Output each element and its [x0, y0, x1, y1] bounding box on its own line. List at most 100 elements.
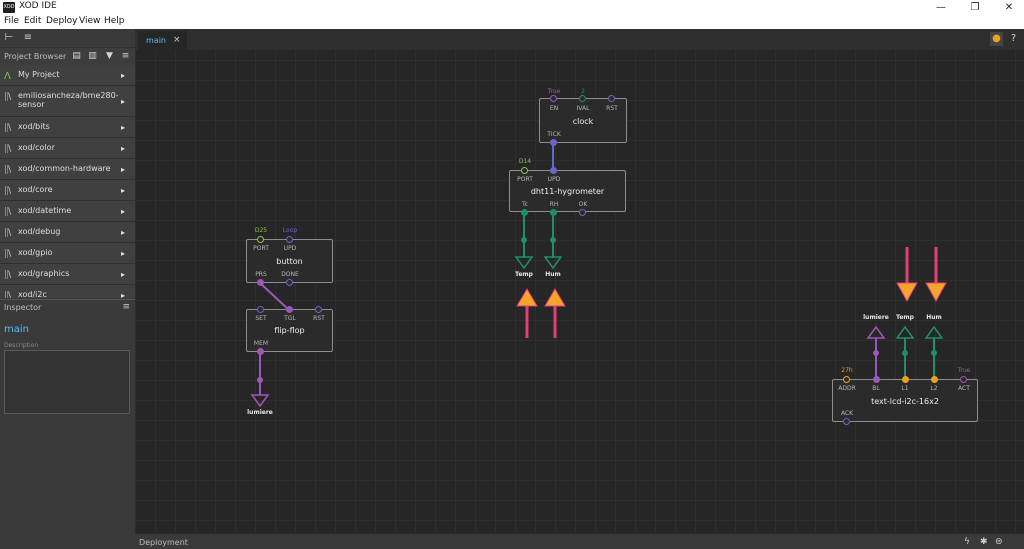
pin-label-bl: BL — [872, 385, 880, 392]
new-patch-icon[interactable]: ▤ — [72, 51, 81, 61]
chevron-right-icon[interactable]: ▸ — [120, 165, 125, 174]
library-icon: ||\ — [4, 165, 11, 175]
tree-view-icon[interactable]: ⊢ — [4, 32, 14, 43]
chevron-right-icon[interactable]: ▸ — [120, 249, 125, 258]
description-textarea[interactable] — [4, 350, 130, 414]
pin-set[interactable] — [257, 306, 264, 313]
tab-close-icon[interactable]: × — [173, 35, 181, 45]
project-browser-item[interactable]: ||\xod/debug▸ — [0, 222, 135, 243]
input-terminal-lumiere — [866, 325, 886, 339]
menu-file[interactable]: File — [4, 16, 20, 26]
pin-en[interactable] — [550, 95, 557, 102]
maximize-button[interactable]: ❐ — [970, 2, 980, 13]
pin-rst[interactable] — [315, 306, 322, 313]
upload-flash-icon[interactable]: ϟ — [964, 537, 970, 547]
pin-label-ok: OK — [578, 201, 588, 208]
project-browser-item[interactable]: ||\xod/color▸ — [0, 138, 135, 159]
pin-l1[interactable] — [902, 376, 909, 383]
tab-bar: main × ● ? — [135, 29, 1024, 50]
chevron-right-icon[interactable]: ▸ — [120, 291, 125, 298]
inspector-title: Inspector — [4, 303, 42, 312]
project-browser-item[interactable]: ||\xod/common-hardware▸ — [0, 159, 135, 180]
close-window-button[interactable]: ✕ — [1004, 2, 1014, 13]
pin-l2[interactable] — [931, 376, 938, 383]
project-browser-item[interactable]: ||\xod/core▸ — [0, 180, 135, 201]
project-icon: Λ — [4, 71, 11, 82]
chevron-right-icon[interactable]: ▸ — [120, 228, 125, 237]
pin-tgl[interactable] — [286, 306, 293, 313]
chevron-right-icon[interactable]: ▸ — [120, 186, 125, 195]
pin-label-act: ACT — [958, 385, 970, 392]
project-browser-item-label: xod/core — [18, 185, 53, 194]
chevron-right-icon[interactable]: ▸ — [120, 207, 125, 216]
menu-view[interactable]: View — [79, 16, 101, 26]
project-browser-item[interactable]: ||\xod/bits▸ — [0, 117, 135, 138]
add-library-icon[interactable]: ▥ — [88, 51, 97, 61]
pin-value-act: True — [957, 367, 971, 374]
node-dht11-hygrometer[interactable]: dht11-hygrometer — [509, 170, 626, 212]
pin-port[interactable] — [521, 167, 528, 174]
pin-label-l1: L1 — [901, 385, 909, 392]
menu-icon[interactable]: ≡ — [121, 51, 130, 61]
chevron-right-icon[interactable]: ▸ — [120, 123, 125, 132]
annotation-arrow-up-temp — [516, 288, 538, 338]
pin-rst[interactable] — [608, 95, 615, 102]
menu-edit[interactable]: Edit — [24, 16, 42, 26]
pin-done[interactable] — [286, 279, 293, 286]
library-icon: ||\ — [4, 144, 11, 154]
project-browser-item[interactable]: ||\xod/graphics▸ — [0, 264, 135, 285]
help-icon[interactable]: ? — [1010, 33, 1017, 44]
output-terminal-hum — [543, 256, 563, 270]
pin-mem[interactable] — [257, 348, 264, 355]
user-account-icon[interactable]: ● — [990, 32, 1003, 46]
pin-value-addr: 27h — [841, 367, 853, 374]
chevron-right-icon[interactable]: ▸ — [120, 144, 125, 153]
annotation-arrow-up-hum — [544, 288, 566, 338]
project-browser-item[interactable]: ||\emiliosancheza/bme280-sensor▸ — [0, 86, 135, 117]
pin-tick[interactable] — [550, 139, 557, 146]
menu-help[interactable]: Help — [104, 16, 125, 26]
pin-upd[interactable] — [286, 236, 293, 243]
node-clock[interactable]: clock — [539, 98, 627, 143]
patch-canvas[interactable]: clock True 2 EN IVAL RST TICK dht11-hygr… — [135, 50, 1024, 533]
pin-addr[interactable] — [843, 376, 850, 383]
pin-act[interactable] — [960, 376, 967, 383]
pin-label-tick: TICK — [547, 131, 561, 138]
project-browser-item[interactable]: ||\xod/gpio▸ — [0, 243, 135, 264]
terminal-label-hum-in: Hum — [926, 314, 942, 321]
settings-sliders-icon[interactable]: ≡ — [23, 32, 33, 43]
project-browser-item[interactable]: ||\xod/i2c▸ — [0, 285, 135, 298]
chevron-right-icon[interactable]: ▸ — [120, 97, 125, 106]
simulate-icon[interactable]: ⊜ — [995, 537, 1003, 547]
minimize-button[interactable]: — — [936, 2, 946, 13]
node-title: button — [276, 257, 303, 266]
pin-ack[interactable] — [843, 418, 850, 425]
links-layer — [250, 142, 947, 408]
pin-bl[interactable] — [873, 376, 880, 383]
project-browser-item[interactable]: ||\xod/datetime▸ — [0, 201, 135, 222]
pin-tc[interactable] — [521, 209, 528, 216]
chevron-right-icon[interactable]: ▸ — [120, 71, 125, 80]
xod-app-icon: XOD — [3, 2, 15, 13]
menu-deploy[interactable]: Deploy — [46, 16, 78, 26]
pin-ival[interactable] — [579, 95, 586, 102]
link-dot — [521, 237, 527, 243]
deployment-bar[interactable]: Deployment ϟ ✱ ⊜ — [135, 533, 1024, 549]
pin-prs[interactable] — [257, 279, 264, 286]
node-flip-flop[interactable]: flip-flop — [246, 309, 333, 352]
debug-bug-icon[interactable]: ✱ — [980, 537, 988, 547]
project-browser-item-label: xod/i2c — [18, 290, 47, 298]
pin-label-ival: IVAL — [576, 105, 590, 112]
terminal-label-hum: Hum — [545, 271, 561, 278]
pin-upd[interactable] — [550, 167, 557, 174]
filter-icon[interactable]: ▼ — [106, 51, 113, 61]
chevron-right-icon[interactable]: ▸ — [120, 270, 125, 279]
pin-port[interactable] — [257, 236, 264, 243]
title-bar: XOD XOD IDE — ❐ ✕ — [0, 0, 1024, 15]
pin-rh[interactable] — [550, 209, 557, 216]
tab-main[interactable]: main × — [138, 31, 187, 50]
inspector-menu-icon[interactable]: ≡ — [122, 302, 130, 312]
pin-ok[interactable] — [579, 209, 586, 216]
